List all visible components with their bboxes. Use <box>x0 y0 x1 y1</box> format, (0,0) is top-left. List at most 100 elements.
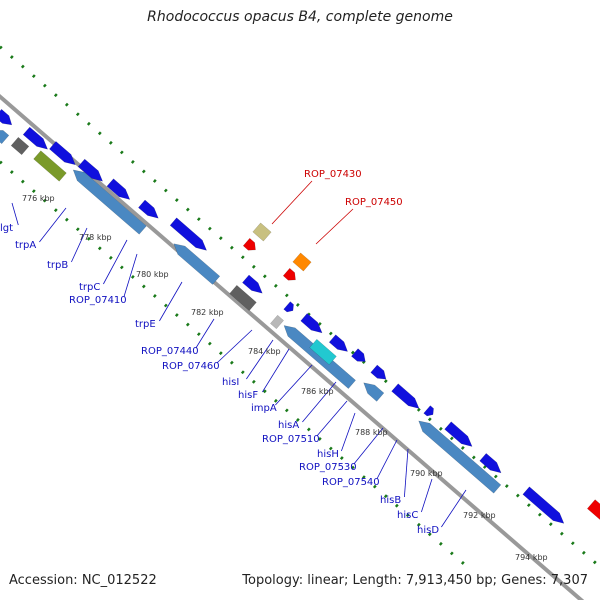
scale-tick-dot <box>306 427 311 432</box>
outer-tick-dot <box>108 140 113 145</box>
scale-tick-label: 790 kbp <box>410 469 443 478</box>
gene-arrow-forward <box>351 348 366 362</box>
gene-label-hisI: hisI <box>222 377 239 388</box>
gene-box-reverse <box>229 284 257 312</box>
label-leader-hisI <box>246 339 274 380</box>
gene-label-hisD: hisD <box>417 525 439 536</box>
gene-arrow-forward <box>444 421 473 447</box>
outer-tick-dot <box>97 131 102 136</box>
scale-tick-dot <box>119 265 124 270</box>
outer-tick-dot <box>119 150 124 155</box>
gene-label-impA: impA <box>251 403 277 414</box>
scale-tick-dot <box>449 551 454 556</box>
accession-text: Accession: NC_012522 <box>9 573 157 588</box>
scale-tick-dot <box>240 370 245 375</box>
scale-tick-dot <box>438 541 443 546</box>
gene-arrow-forward <box>522 486 565 524</box>
label-leader-trpE <box>159 281 183 322</box>
outer-tick-dot <box>262 274 267 279</box>
outer-tick-dot <box>581 550 586 555</box>
gene-box-reverse <box>283 325 356 389</box>
highlight-label-ROP_07450: ROP_07450 <box>345 197 403 208</box>
scale-tick-dot <box>218 351 223 356</box>
outer-tick-dot <box>0 45 3 50</box>
gene-arrow-forward <box>300 313 323 334</box>
scale-tick-dot <box>394 503 399 508</box>
scale-tick-dot <box>405 513 410 518</box>
label-leader-impA <box>275 364 313 406</box>
scale-tick-dot <box>0 160 3 165</box>
scale-tick-label: 784 kbp <box>248 347 281 356</box>
outer-tick-dot <box>537 512 542 517</box>
scale-tick-dot <box>361 475 366 480</box>
outer-tick-dot <box>559 531 564 536</box>
scale-tick-dot <box>328 446 333 451</box>
outer-tick-dot <box>328 331 333 336</box>
label-leader-hisF <box>262 348 290 393</box>
scale-tick-dot <box>53 208 58 213</box>
scale-tick-dot <box>97 246 102 251</box>
scale-tick-dot <box>251 379 256 384</box>
gene-arrow-forward <box>0 108 13 126</box>
highlight-gene-red-edge <box>586 499 600 520</box>
label-leader-hisD <box>441 489 467 528</box>
feature-layer <box>0 108 600 524</box>
outer-tick-dot <box>207 226 212 231</box>
highlight-gene-red <box>242 237 256 251</box>
label-leader-trpA <box>39 207 67 243</box>
scale-tick-dot <box>427 532 432 537</box>
highlight-leader-ROP_07430 <box>271 180 313 225</box>
gene-label-trpA: trpA <box>15 240 36 251</box>
gene-label-hisA: hisA <box>278 420 299 431</box>
gene-arrow-forward <box>328 334 348 352</box>
gene-box-reverse <box>270 314 284 330</box>
label-leader-ROP_07410 <box>123 253 138 298</box>
scale-tick-dot <box>174 313 179 317</box>
outer-tick-dot <box>196 217 201 222</box>
map-title: Rhodococcus opacus B4, complete genome <box>147 9 453 25</box>
gene-arrow-forward <box>106 178 131 200</box>
scale-tick-dot <box>460 560 465 565</box>
scale-tick-dot <box>350 465 355 470</box>
gene-arrow-forward <box>138 199 159 219</box>
outer-tick-dot <box>174 198 179 202</box>
outer-tick-dot <box>383 379 388 384</box>
outer-tick-dot <box>141 169 146 174</box>
outer-tick-dot <box>240 255 245 260</box>
scale-tick-label: 780 kbp <box>136 270 169 279</box>
scale-tick-dot <box>86 236 91 241</box>
scale-tick-dot <box>284 408 289 413</box>
gene-label-hisC: hisC <box>397 510 418 521</box>
label-leader-layer <box>11 180 467 528</box>
scale-tick-label: 776 kbp <box>22 194 55 203</box>
gene-label-ROP_07410: ROP_07410 <box>69 295 127 306</box>
scale-tick-dot <box>130 274 135 279</box>
topology-text: Topology: linear; Length: 7,913,450 bp; … <box>242 573 588 588</box>
outer-tick-dot <box>493 474 498 479</box>
outer-tick-dot <box>9 55 14 59</box>
label-leader-hisC <box>421 478 433 513</box>
scale-tick-dot <box>31 189 36 194</box>
scale-tick-label: 786 kbp <box>301 387 334 396</box>
scale-tick-label: 792 kbp <box>463 511 496 520</box>
highlight-label-ROP_07430: ROP_07430 <box>304 169 362 180</box>
outer-tick-dot <box>416 407 421 412</box>
scale-tick-dot <box>75 227 80 232</box>
outer-tick-dot <box>130 159 135 164</box>
label-leader-trpB <box>71 227 88 263</box>
gene-label-hisB: hisB <box>380 495 401 506</box>
outer-tick-dot <box>273 283 278 288</box>
outer-tick-dot <box>427 417 432 422</box>
gene-box-reverse <box>33 150 67 182</box>
outer-tick-dot <box>185 207 190 212</box>
gene-box-reverse <box>309 338 337 366</box>
outer-tick-dot <box>31 74 36 79</box>
scale-tick-dot <box>372 484 377 489</box>
outer-tick-dot <box>64 102 69 107</box>
gene-box-reverse <box>363 382 385 402</box>
outer-tick-dot <box>229 245 234 250</box>
scale-tick-label: 782 kbp <box>191 308 224 317</box>
gene-label-hisF: hisF <box>238 390 258 401</box>
